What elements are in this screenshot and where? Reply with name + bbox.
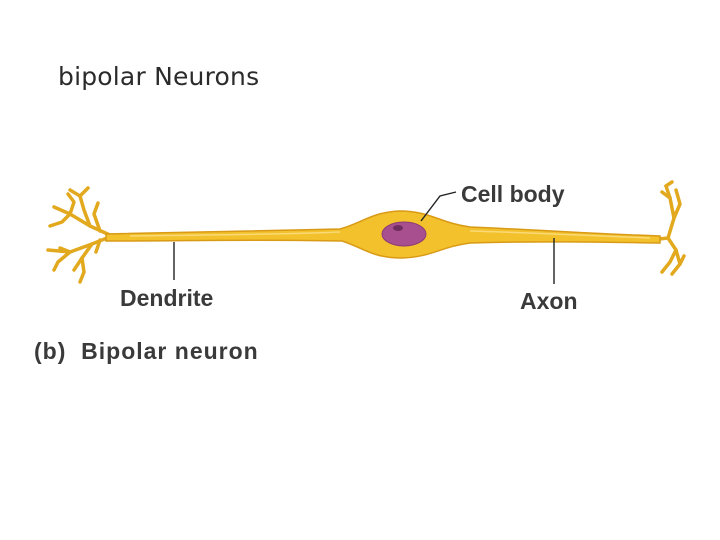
nucleus bbox=[381, 221, 427, 247]
axon-terminals bbox=[648, 180, 686, 276]
axon-label: Axon bbox=[520, 288, 578, 314]
dendrite-label: Dendrite bbox=[120, 285, 213, 311]
leader-lines bbox=[173, 191, 555, 284]
dendrite-branches bbox=[46, 186, 114, 284]
slide-title: bipolar Neurons bbox=[58, 62, 260, 91]
cell-body-label: Cell body bbox=[461, 181, 565, 207]
figure-caption: (b) Bipolar neuron bbox=[34, 338, 259, 364]
nucleolus bbox=[393, 225, 403, 231]
cell-body-leader bbox=[420, 191, 457, 222]
fiber-highlight bbox=[129, 230, 651, 239]
